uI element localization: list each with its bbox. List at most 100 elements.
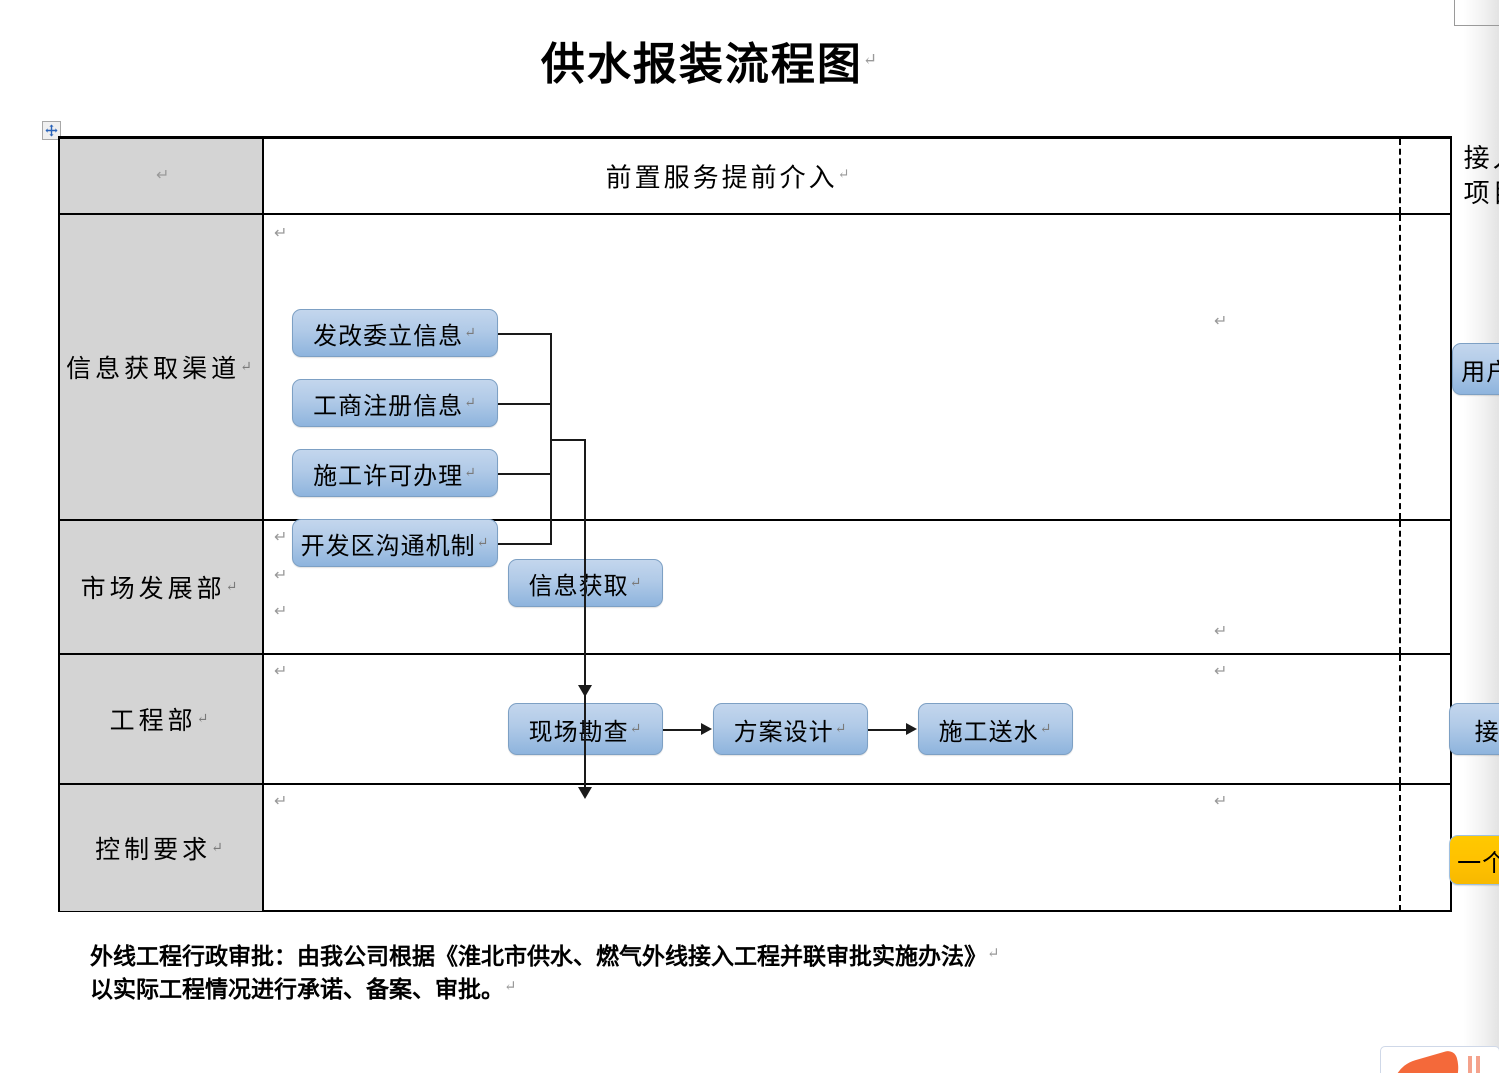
pilcrow-mark: ↵ — [240, 359, 256, 375]
node-user-application-label: 用户提出报装申请 — [1461, 359, 1499, 386]
table-row-header: ↵ 前置服务提前介入↵ 接入挂表↵ 项目申请↵ ↵ — [60, 139, 1499, 215]
header-right-line2: 项目申请↵ — [1404, 176, 1499, 211]
node-source-channel-2-label: 工商注册信息 — [313, 393, 464, 420]
row-header-control-req: 控制要求↵ — [60, 785, 264, 911]
row-header-blank: ↵ — [60, 139, 264, 213]
table-row-engineering-dept: 工程部↵ ↵ ↵ ↵ 现场勘查↵ 方案设计↵ 施工送水↵ — [60, 655, 1499, 785]
page-title-text: 供水报装流程图 — [540, 40, 863, 89]
table-move-handle-icon[interactable] — [42, 121, 61, 140]
table-row-control-req: 控制要求↵ ↵ ↵ ↵ 一个工作日↵ — [60, 785, 1499, 911]
header-right-line1: 接入挂表↵ — [1404, 141, 1499, 176]
header-row-body: 前置服务提前介入↵ 接入挂表↵ 项目申请↵ ↵ — [264, 139, 1499, 213]
node-access-meter-label: 接入挂表 — [1474, 719, 1499, 746]
footnote: 外线工程行政审批：由我公司根据《淮北市供水、燃气外线接入工程并联审批实施办法》↵… — [90, 940, 1190, 1007]
connector-info-acquire-to-survey — [584, 645, 586, 787]
table-row-info-channels: 信息获取渠道↵ ↵ ↵ 发改委立信息↵ 工商注册信息↵ 施工许可办理↵ 开发区沟… — [60, 215, 1450, 567]
pilcrow-mark: ↵ — [1214, 663, 1228, 680]
row-header-info-channels: 信息获取渠道↵ — [60, 215, 264, 519]
node-control-duration[interactable]: 一个工作日↵ — [1449, 835, 1499, 885]
column-divider-dashed — [1399, 215, 1401, 519]
row-header-info-channels-label: 信息获取渠道 — [66, 356, 241, 383]
node-info-acquire-label: 信息获取 — [528, 573, 629, 600]
pilcrow-mark: ↵ — [274, 603, 288, 620]
pilcrow-mark: ↵ — [274, 225, 288, 242]
page-corner-marker — [1454, 0, 1499, 26]
pilcrow-mark: ↵ — [1039, 721, 1053, 737]
connector-trunk-to-info-acquire — [584, 439, 586, 685]
connector-bus-to-trunk — [550, 439, 586, 441]
flowchart-table: ↵ 前置服务提前介入↵ 接入挂表↵ 项目申请↵ ↵ 信息获取渠道↵ — [58, 136, 1499, 912]
node-source-channel-3[interactable]: 施工许可办理↵ — [292, 449, 498, 497]
pilcrow-mark: ↵ — [464, 465, 477, 481]
row-header-market-dept-label: 市场发展部 — [80, 576, 226, 603]
arrowhead-eng1-eng2 — [701, 723, 712, 735]
pilcrow-mark: ↵ — [476, 535, 490, 551]
page-title: 供水报装流程图↵ — [0, 28, 1420, 92]
footnote-line-1: 外线工程行政审批：由我公司根据《淮北市供水、燃气外线接入工程并联审批实施办法》↵ — [90, 940, 1190, 973]
node-source-channel-1-label: 发改委立信息 — [313, 323, 464, 350]
node-engineering-3[interactable]: 施工送水↵ — [918, 703, 1073, 755]
header-center-title: 前置服务提前介入↵ — [264, 158, 1194, 195]
pilcrow-mark: ↵ — [629, 721, 643, 737]
node-engineering-2[interactable]: 方案设计↵ — [713, 703, 868, 755]
node-source-channel-2[interactable]: 工商注册信息↵ — [292, 379, 498, 427]
node-access-meter[interactable]: 接入挂表↵ — [1449, 703, 1499, 755]
market-dept-row-body: ↵ ↵ ↵ ↵ 信息获取↵ — [264, 521, 1450, 653]
pilcrow-mark: ↵ — [837, 167, 853, 183]
pilcrow-mark: ↵ — [211, 840, 227, 856]
connector-eng1-eng2 — [663, 729, 701, 731]
row-header-engineering-dept-label: 工程部 — [109, 708, 197, 735]
pilcrow-mark: ↵ — [629, 575, 643, 591]
row-header-market-dept: 市场发展部↵ — [60, 521, 264, 653]
node-source-channel-4[interactable]: 开发区沟通机制↵ — [292, 519, 498, 567]
control-req-row-body: ↵ ↵ ↵ 一个工作日↵ — [264, 785, 1499, 911]
pilcrow-mark: ↵ — [225, 579, 242, 595]
connector-source2-stub — [498, 403, 550, 405]
table-row-market-dept: 市场发展部↵ ↵ ↵ ↵ ↵ 信息获取↵ — [60, 521, 1450, 655]
pilcrow-mark: ↵ — [274, 663, 288, 680]
footnote-line-1-text: 外线工程行政审批：由我公司根据《淮北市供水、燃气外线接入工程并联审批实施办法》 — [90, 944, 987, 969]
header-right-title: 接入挂表↵ 项目申请↵ — [1404, 141, 1499, 211]
node-source-channel-3-label: 施工许可办理 — [313, 463, 464, 490]
corner-logo-graphic — [1368, 1040, 1499, 1073]
node-engineering-3-label: 施工送水 — [938, 719, 1039, 746]
pilcrow-mark: ↵ — [504, 979, 517, 996]
pilcrow-mark: ↵ — [1214, 313, 1228, 330]
pilcrow-mark: ↵ — [274, 567, 288, 584]
column-divider-dashed — [1399, 521, 1401, 653]
pilcrow-mark: ↵ — [464, 325, 477, 341]
arrowhead-info-acquire-to-survey — [578, 787, 592, 799]
row-header-control-req-label: 控制要求 — [95, 837, 212, 864]
node-source-channel-1[interactable]: 发改委立信息↵ — [292, 309, 498, 357]
connector-source1-stub — [498, 333, 550, 335]
header-right-line1-text: 接入挂表 — [1463, 143, 1499, 173]
arrowhead-eng2-eng3 — [906, 723, 917, 735]
row-header-engineering-dept: 工程部↵ — [60, 655, 264, 783]
pilcrow-mark: ↵ — [1214, 793, 1228, 810]
pilcrow-mark: ↵ — [987, 946, 1000, 962]
node-source-channel-4-label: 开发区沟通机制 — [300, 533, 476, 560]
pilcrow-mark: ↵ — [834, 721, 848, 737]
column-divider-dashed — [1399, 785, 1401, 911]
pilcrow-mark: ↵ — [274, 793, 288, 810]
node-engineering-1-label: 现场勘查 — [528, 719, 629, 746]
pilcrow-mark: ↵ — [196, 711, 213, 727]
node-engineering-2-label: 方案设计 — [733, 719, 834, 746]
info-channels-row-body: ↵ ↵ 发改委立信息↵ 工商注册信息↵ 施工许可办理↵ 开发区沟通机制↵ — [264, 215, 1450, 567]
engineering-row-body: ↵ ↵ ↵ 现场勘查↵ 方案设计↵ 施工送水↵ — [264, 655, 1499, 783]
node-control-duration-label: 一个工作日 — [1457, 850, 1499, 877]
node-user-application[interactable]: 用户提出报装申请↵ — [1452, 343, 1499, 395]
connector-eng2-eng3 — [868, 729, 906, 731]
pilcrow-mark: ↵ — [862, 50, 880, 69]
pilcrow-mark: ↵ — [156, 167, 174, 184]
header-center-title-text: 前置服务提前介入 — [605, 163, 838, 193]
corner-logo-bar-2 — [1476, 1056, 1480, 1073]
corner-logo-bar-1 — [1468, 1056, 1472, 1073]
header-right-line2-text: 项目申请 — [1463, 179, 1499, 208]
pilcrow-mark: ↵ — [464, 395, 477, 411]
connector-source3-stub — [498, 473, 550, 475]
connector-source4-stub — [498, 543, 550, 545]
pilcrow-mark: ↵ — [274, 529, 288, 546]
footnote-line-2-text: 以实际工程情况进行承诺、备案、审批。 — [90, 977, 504, 1003]
